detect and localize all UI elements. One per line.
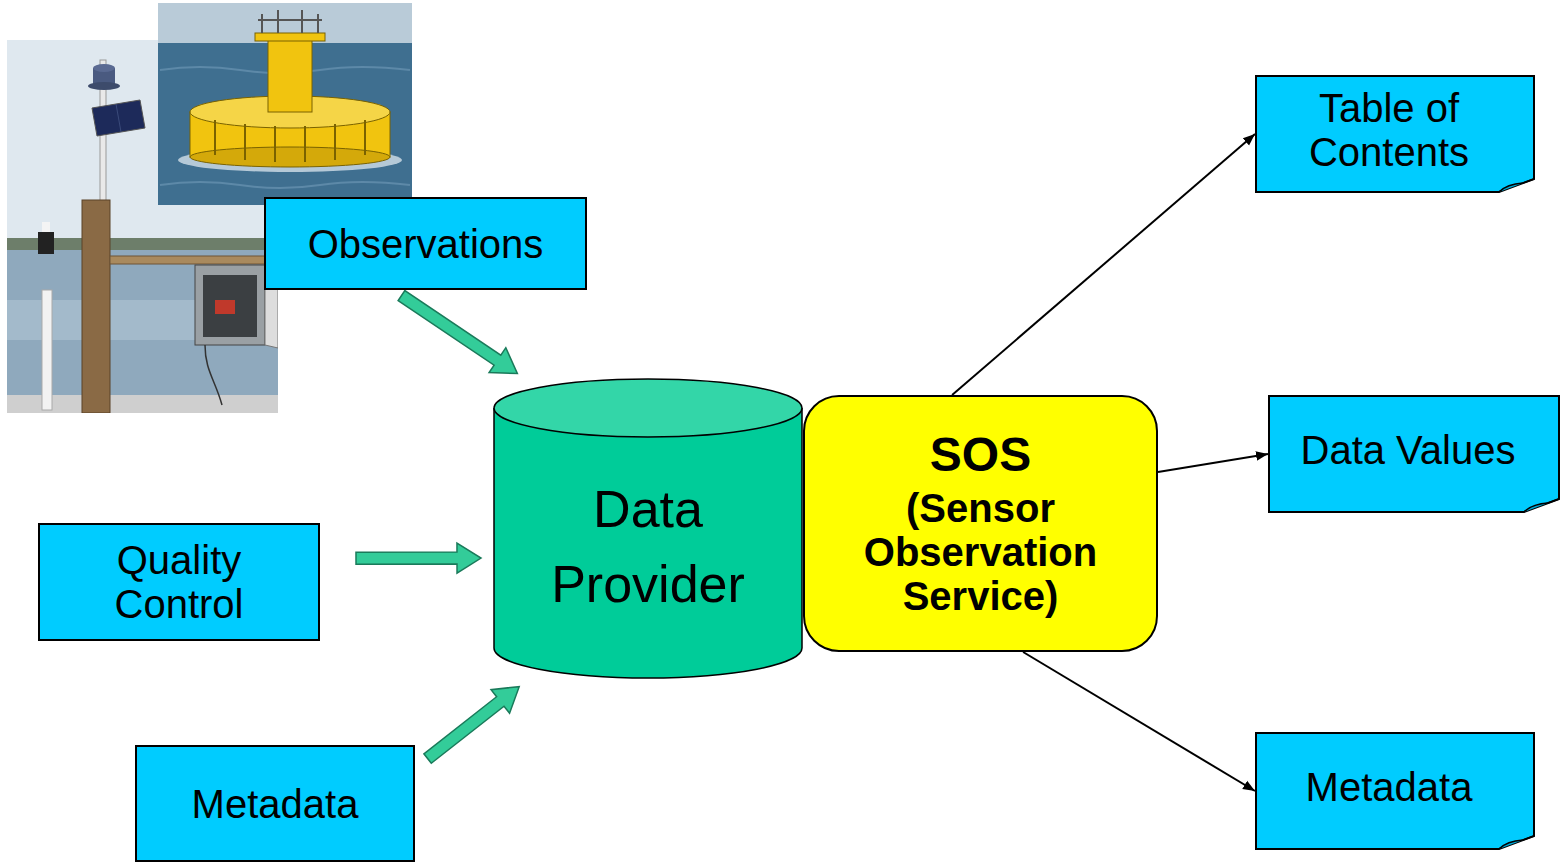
hull-bottom	[190, 147, 390, 167]
output-arrow	[1023, 652, 1255, 791]
platform	[255, 33, 325, 41]
input-box: Quality Control	[38, 523, 320, 641]
node-label: Table of Contents	[1265, 86, 1513, 174]
cable	[205, 345, 222, 405]
sensor-top	[93, 64, 115, 72]
database-cylinder: Data Provider	[493, 378, 803, 678]
solar-panel	[92, 100, 145, 136]
input-arrow	[356, 543, 481, 573]
node-label: Metadata	[1265, 765, 1513, 809]
logger-inside	[203, 275, 257, 337]
document-body	[1256, 733, 1534, 849]
node-label: Data Provider	[528, 472, 768, 623]
input-box: Metadata	[135, 745, 415, 862]
logger-box	[195, 265, 265, 345]
beacon	[38, 232, 54, 254]
node-label: Metadata	[151, 782, 399, 826]
beacon-light	[42, 222, 50, 232]
logger-part	[215, 300, 235, 314]
tower	[268, 40, 312, 112]
input-box: Observations	[264, 197, 587, 290]
water	[7, 250, 278, 413]
document-fold	[1499, 179, 1534, 192]
pipe	[42, 290, 52, 410]
node-label: Quality Control	[54, 538, 304, 626]
beam	[110, 256, 278, 264]
cylinder-body	[494, 408, 802, 678]
service-full-name: (Sensor Observation Service)	[817, 486, 1144, 618]
mast-rails	[258, 10, 322, 33]
output-arrow	[952, 134, 1255, 395]
document-fold	[1499, 836, 1534, 849]
output-document: Data Values	[1268, 395, 1560, 513]
wooden-post	[82, 200, 110, 413]
output-arrow	[1158, 454, 1268, 472]
foam	[178, 148, 402, 172]
output-document: Table of Contents	[1255, 75, 1535, 193]
sensor-brim	[88, 82, 120, 90]
output-document: Metadata	[1255, 732, 1535, 850]
input-arrow	[424, 687, 519, 764]
panel-line	[116, 104, 121, 132]
document-body	[1256, 76, 1534, 192]
input-arrow	[398, 291, 517, 374]
node-label: Data Values	[1278, 428, 1538, 472]
sky	[158, 3, 412, 45]
document-body	[1269, 396, 1559, 512]
cylinder-top	[494, 379, 802, 437]
buoy-photo	[158, 3, 412, 205]
hull-ribs	[215, 120, 365, 162]
node-label: Observations	[280, 222, 571, 266]
service-name: SOS	[817, 429, 1144, 482]
service-box: SOS(Sensor Observation Service)	[803, 395, 1158, 652]
document-fold	[1524, 499, 1559, 512]
